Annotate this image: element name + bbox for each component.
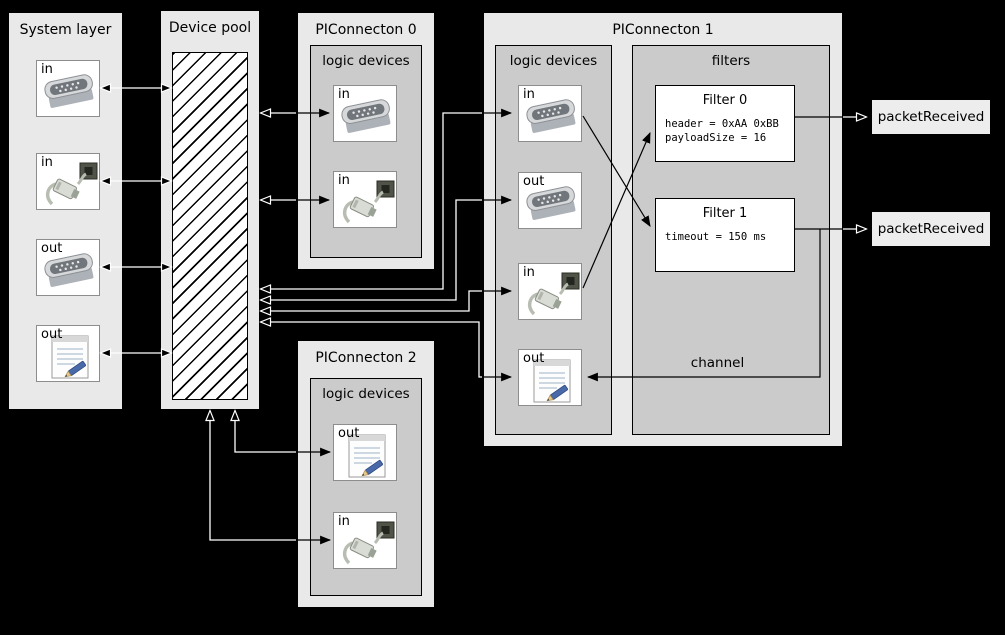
channel-label: channel (690, 355, 745, 371)
device-label: out (523, 174, 545, 189)
device-label: in (338, 173, 350, 188)
pic0-device-in-serial: in (333, 85, 397, 142)
device-pool-hatch (172, 52, 248, 400)
system-device-out-notepad: out (36, 325, 100, 382)
pic1-device-out-notepad: out (518, 349, 582, 406)
system-layer-title: System layer (19, 22, 112, 38)
logic-devices-title: logic devices (322, 53, 410, 69)
device-label: in (523, 87, 535, 102)
filters-title: filters (711, 53, 751, 69)
system-device-in-serial: in (36, 60, 100, 117)
filter-param: header = 0xAA 0xBB (665, 118, 779, 130)
device-label: in (523, 265, 535, 280)
filter-param: payloadSize = 16 (665, 132, 767, 144)
piconnecton2-title: PIConnecton 2 (315, 350, 417, 366)
packet-received-event-0: packetReceived (871, 99, 991, 135)
device-label: out (523, 351, 545, 366)
logic-devices-title: logic devices (322, 386, 410, 402)
device-pool-title: Device pool (168, 20, 252, 36)
event-label: packetReceived (877, 109, 985, 125)
filter-1-node: Filter 1 timeout = 150 ms (655, 198, 795, 272)
filter-1-params: timeout = 150 ms (656, 221, 794, 244)
pic1-device-out-serial: out (518, 172, 582, 229)
piconnecton0-title: PIConnecton 0 (315, 22, 417, 38)
filter-0-title: Filter 0 (702, 93, 748, 108)
event-label: packetReceived (877, 221, 985, 237)
filter-param: timeout = 150 ms (665, 231, 767, 243)
device-label: out (41, 241, 63, 256)
pic0-device-in-ethernet: in (333, 171, 397, 228)
device-label: in (338, 514, 350, 529)
pic1-device-in-ethernet: in (518, 263, 582, 320)
device-label: in (41, 155, 53, 170)
device-label: in (338, 87, 350, 102)
pic2-device-in-ethernet: in (333, 512, 397, 569)
filter-0-node: Filter 0 header = 0xAA 0xBB payloadSize … (655, 85, 795, 162)
logic-devices-title: logic devices (509, 53, 598, 69)
piconnecton1-title: PIConnecton 1 (612, 22, 714, 38)
device-label: out (338, 426, 360, 441)
system-device-out-serial: out (36, 239, 100, 296)
pic2-device-out-notepad: out (333, 424, 397, 481)
filter-1-title: Filter 1 (702, 206, 748, 221)
device-label: in (41, 62, 53, 77)
piconnecton2-logic-devices-section: logic devices (310, 378, 422, 596)
filter-0-params: header = 0xAA 0xBB payloadSize = 16 (656, 108, 794, 145)
packet-received-event-1: packetReceived (871, 211, 991, 247)
device-label: out (41, 327, 63, 342)
pic1-device-in-serial: in (518, 85, 582, 142)
system-device-in-ethernet: in (36, 153, 100, 210)
